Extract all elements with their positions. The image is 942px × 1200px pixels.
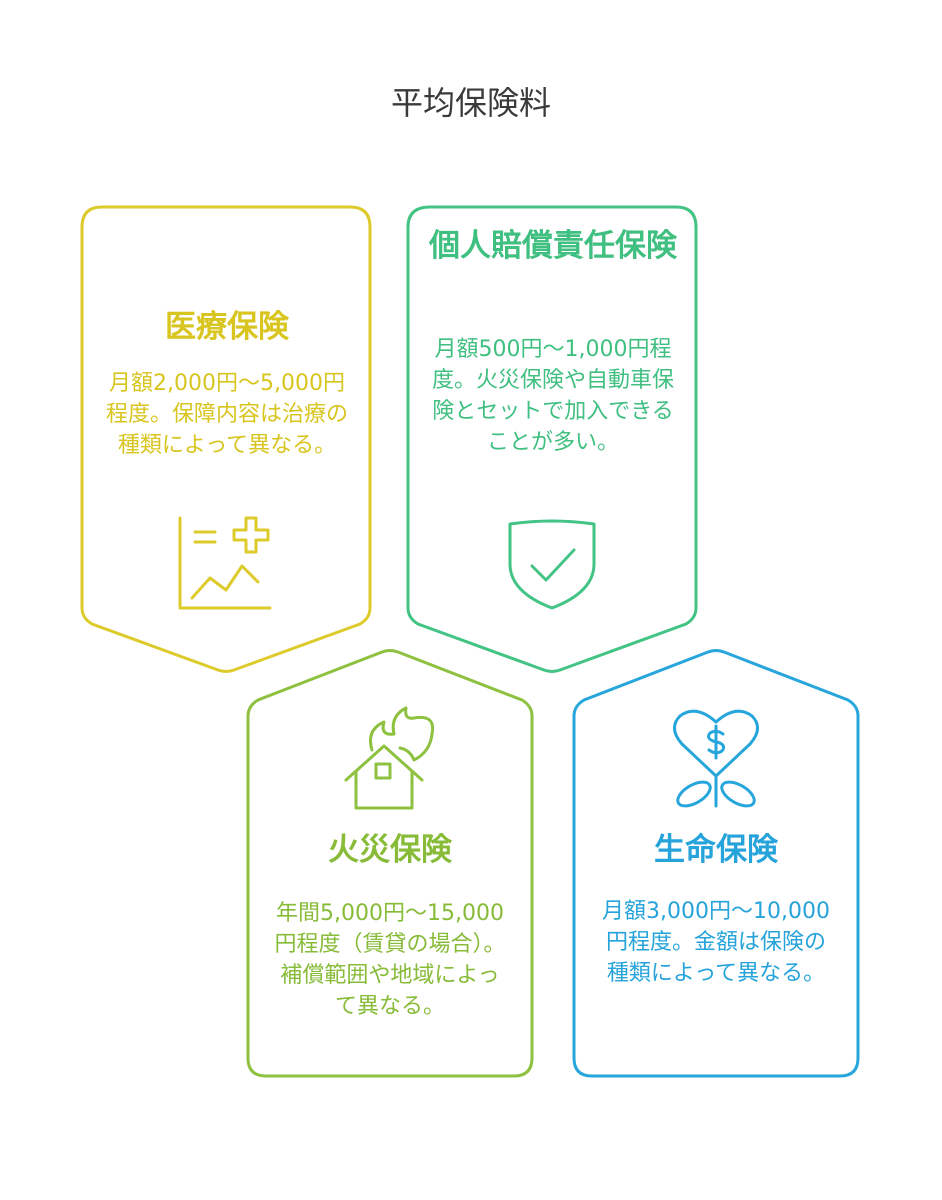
shield-check-icon	[508, 519, 596, 610]
card-title: 火災保険	[328, 832, 452, 868]
card-title: 医療保険	[165, 309, 289, 345]
house-fire-icon	[344, 706, 435, 810]
card-title: 個人賠償責任保険	[429, 228, 677, 264]
card-description: 月額500円〜1,000円程度。火災保険や自動車保険とセットで加入できることが多…	[432, 337, 675, 455]
card-title: 生命保険	[654, 832, 778, 868]
heart-dollar-plant-icon	[673, 709, 759, 808]
medical-chart-icon	[178, 516, 272, 610]
card-description: 年間5,000円〜15,000円程度（賃貸の場合）。補償範囲や地域によって異なる…	[274, 901, 506, 1019]
page-title: 平均保険料	[390, 84, 551, 122]
card-description: 月額2,000円〜5,000円程度。保障内容は治療の種類によって異なる。	[105, 371, 348, 458]
card-description: 月額3,000円〜10,000円程度。金額は保険の種類によって異なる。	[602, 899, 830, 986]
